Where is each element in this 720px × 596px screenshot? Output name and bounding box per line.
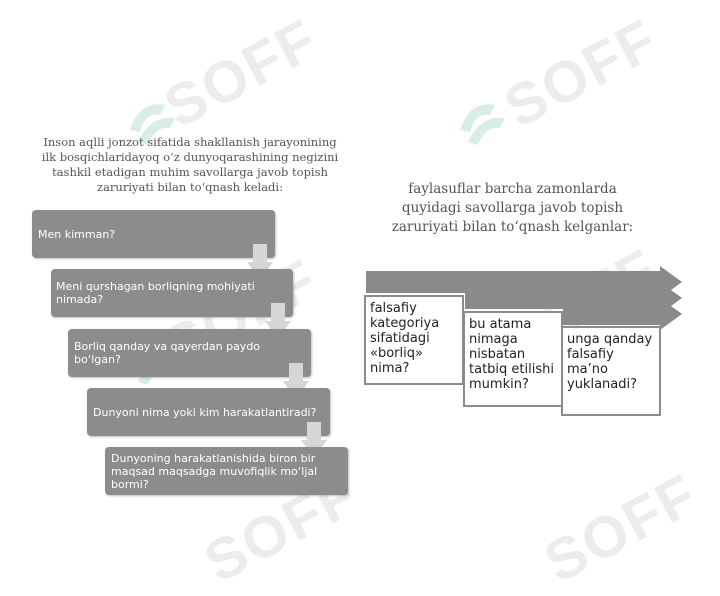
question-step-4: Dunyoni nima yoki kim harakatlantiradi? <box>87 388 330 436</box>
card-text: bu atama nimaga nisbatan tatbiq etilishi… <box>469 317 554 392</box>
question-step-3: Borliq qanday va qayerdan paydo bo‘lgan? <box>68 329 311 377</box>
step-label: Dunyoning harakatlanishida biron bir maq… <box>111 451 318 491</box>
step-label: Borliq qanday va qayerdan paydo bo‘lgan? <box>74 340 261 366</box>
card-text: falsafiy kategoriya sifatidagi «borliq» … <box>370 301 440 376</box>
question-step-5: Dunyoning harakatlanishida biron bir maq… <box>105 447 348 495</box>
question-card-1: falsafiy kategoriya sifatidagi «borliq» … <box>364 295 464 385</box>
arrow-bar-3 <box>563 303 662 325</box>
question-step-1: Men kimman? <box>32 210 275 258</box>
watermark-text: SOFF <box>154 6 329 141</box>
watermark-text: SOFF <box>494 6 669 141</box>
step-label: Meni qurshagan borliqning mohiyati nimad… <box>56 280 255 306</box>
arrow-head-icon <box>660 298 682 330</box>
question-step-2: Meni qurshagan borliqning mohiyati nimad… <box>51 269 293 317</box>
watermark-logo-icon <box>460 104 505 145</box>
step-label: Dunyoni nima yoki kim harakatlantiradi? <box>93 405 317 419</box>
step-label: Men kimman? <box>38 227 116 241</box>
left-intro-text: Inson aqlli jonzot sifatida shakllanish … <box>41 135 339 194</box>
watermark-text: SOFF <box>534 461 709 596</box>
right-intro-text: faylasuflar barcha zamonlarda quyidagi s… <box>391 181 634 235</box>
question-card-2: bu atama nimaga nisbatan tatbiq etilishi… <box>463 311 563 407</box>
card-text: unga qanday falsafiy ma’no yuklanadi? <box>567 332 653 392</box>
question-card-3: unga qanday falsafiy ma’no yuklanadi? <box>561 326 661 416</box>
